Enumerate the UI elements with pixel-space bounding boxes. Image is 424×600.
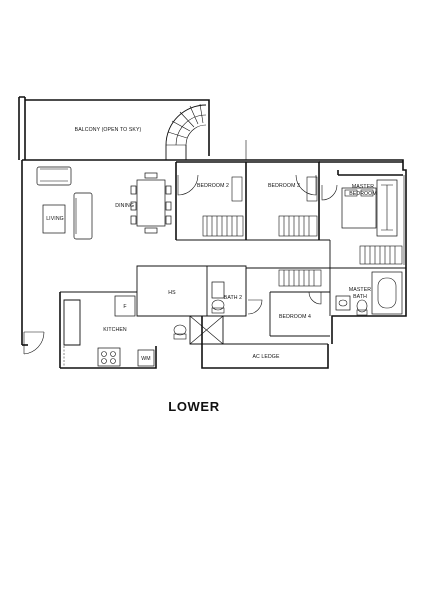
label-hs: HS [168, 290, 176, 296]
interior-walls [60, 161, 406, 346]
entrance-door [23, 331, 45, 355]
windows [245, 140, 407, 265]
label-master-bedroom-line1: MASTER [352, 184, 374, 190]
label-ac-ledge: AC LEDGE [252, 354, 279, 360]
label-wm: WM [141, 356, 150, 362]
spiral-staircase [165, 103, 207, 160]
sanitary-fixtures [173, 281, 368, 340]
floor-title: LOWER [168, 399, 219, 414]
outer-walls [18, 96, 407, 369]
label-fridge: F [123, 304, 126, 310]
label-master-bedroom-line2: BEDROOM [349, 191, 377, 197]
label-bedroom-3: BEDROOM 3 [268, 183, 300, 189]
label-bedroom-2: BEDROOM 2 [197, 183, 229, 189]
label-dining: DINING [115, 203, 134, 209]
label-bath-2: BATH 2 [224, 295, 242, 301]
label-living: LIVING [46, 216, 64, 222]
label-master-bath-line1: MASTER [349, 287, 371, 293]
label-balcony: BALCONY (OPEN TO SKY) [75, 127, 142, 133]
door-swings [177, 174, 338, 315]
wardrobes [202, 215, 403, 287]
living-dining-furniture [36, 166, 172, 240]
label-master-bath-line2: BATH [353, 294, 367, 300]
room-labels: BALCONY (OPEN TO SKY) LIVING DINING BEDR… [46, 127, 377, 362]
kitchen-fixtures [63, 295, 155, 367]
label-bedroom-4: BEDROOM 4 [279, 314, 311, 320]
label-kitchen: KITCHEN [103, 327, 127, 333]
bedroom-furniture [231, 176, 403, 315]
